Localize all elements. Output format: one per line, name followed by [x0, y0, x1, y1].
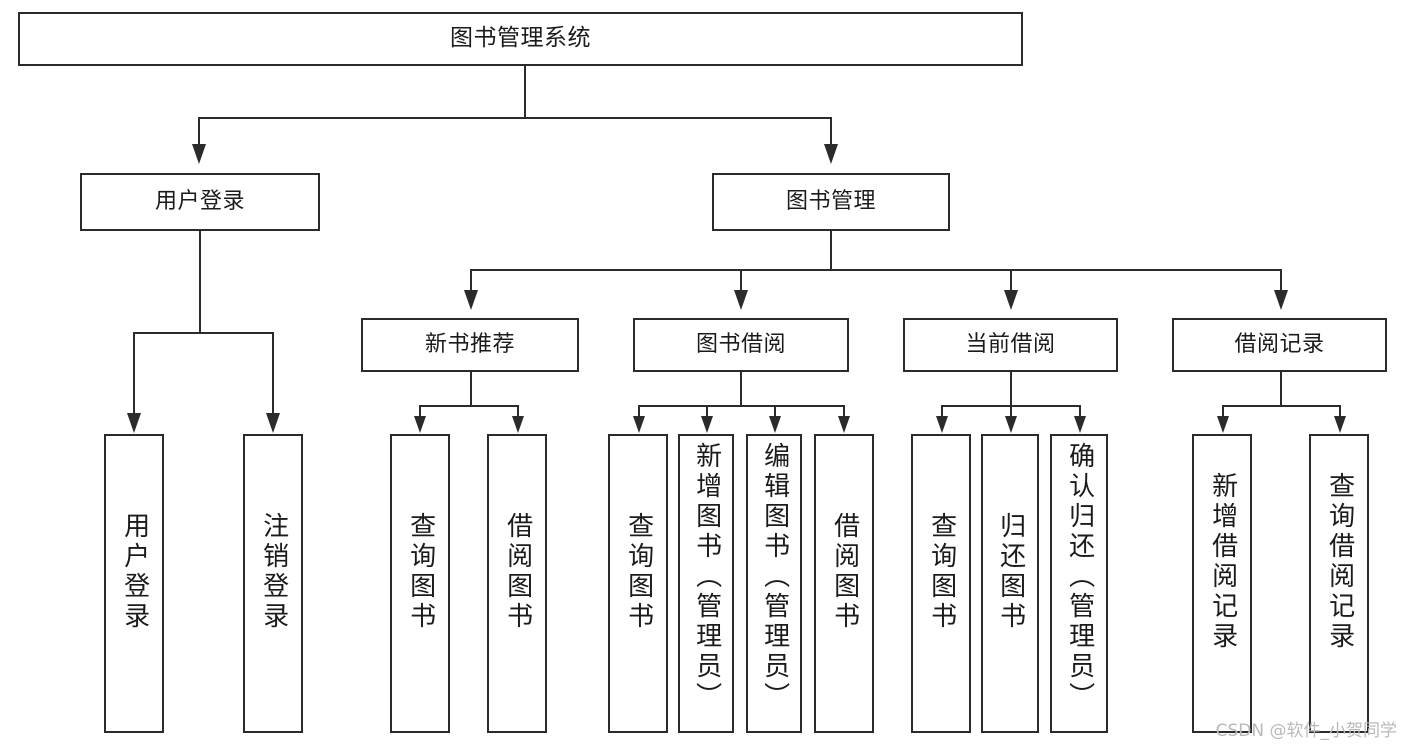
- connector-borrow-to-leaf5: [638, 405, 640, 417]
- node-current-borrow-label: 当前借阅: [965, 332, 1056, 358]
- node-book-management-label: 图书管理: [785, 189, 876, 215]
- connector-newbook-to-leaf4: [517, 405, 519, 417]
- connector-current-to-leaf11: [1079, 405, 1081, 417]
- arrow-records-to-leaf12: [1217, 416, 1229, 433]
- leaf-node-query-book-current-label: 查询图书: [926, 512, 957, 632]
- connector-records-to-leaf12: [1222, 405, 1224, 417]
- leaf-node-query-borrow-record[interactable]: 查询借阅记录: [1309, 434, 1369, 733]
- leaf-node-query-book-borrow[interactable]: 查询图书: [608, 434, 668, 733]
- connector-borrow-bus: [638, 405, 844, 407]
- arrow-borrow-to-leaf6: [701, 416, 713, 433]
- arrow-bookmgmt-to-newbook: [464, 290, 478, 310]
- leaf-node-borrow-book[interactable]: 借阅图书: [814, 434, 874, 733]
- connector-records-bus: [1222, 405, 1339, 407]
- leaf-node-add-borrow-record-label: 新增借阅记录: [1207, 472, 1238, 652]
- arrow-bookmgmt-to-records: [1274, 290, 1288, 310]
- connector-bookmgmt-to-newbook: [470, 269, 472, 291]
- leaf-node-borrow-book-label: 借阅图书: [829, 512, 860, 632]
- leaf-node-add-book-admin[interactable]: 新增图书（管理员）: [678, 434, 734, 733]
- connector-records-stem: [1280, 372, 1282, 406]
- node-new-book-recommend[interactable]: 新书推荐: [361, 318, 579, 372]
- leaf-node-logout-label: 注销登录: [258, 512, 289, 632]
- connector-current-to-leaf9: [941, 405, 943, 417]
- connector-newbook-bus: [419, 405, 517, 407]
- leaf-node-query-borrow-record-label: 查询借阅记录: [1324, 472, 1355, 652]
- arrow-bookmgmt-to-current: [1004, 290, 1018, 310]
- leaf-node-user-login[interactable]: 用户登录: [104, 434, 164, 733]
- connector-root-to-bookmgmt: [830, 117, 832, 145]
- leaf-node-return-book-label: 归还图书: [995, 512, 1026, 632]
- connector-bookmgmt-bus: [470, 269, 1281, 271]
- arrow-root-to-bookmgmt: [824, 144, 838, 164]
- connector-bookmgmt-to-records: [1280, 269, 1282, 291]
- connector-records-to-leaf13: [1339, 405, 1341, 417]
- arrow-login-to-leaf2: [266, 413, 280, 433]
- connector-root-bus: [198, 117, 831, 119]
- arrow-login-to-leaf1: [127, 413, 141, 433]
- node-new-book-recommend-label: 新书推荐: [424, 332, 515, 358]
- connector-bookmgmt-stem: [830, 231, 832, 270]
- node-borrow-records-label: 借阅记录: [1234, 332, 1325, 358]
- leaf-node-confirm-return-admin[interactable]: 确认归还（管理员）: [1050, 434, 1108, 733]
- node-book-borrow[interactable]: 图书借阅: [633, 318, 849, 372]
- node-current-borrow[interactable]: 当前借阅: [903, 318, 1118, 372]
- leaf-node-logout[interactable]: 注销登录: [243, 434, 303, 733]
- arrow-bookmgmt-to-borrow: [734, 290, 748, 310]
- arrow-borrow-to-leaf8: [838, 416, 850, 433]
- leaf-node-query-book-newbook[interactable]: 查询图书: [390, 434, 450, 733]
- leaf-node-edit-book-admin-label: 编辑图书（管理员）: [759, 442, 790, 712]
- connector-newbook-to-leaf3: [419, 405, 421, 417]
- arrow-current-to-leaf10: [1005, 416, 1017, 433]
- arrow-current-to-leaf11: [1074, 416, 1086, 433]
- node-borrow-records[interactable]: 借阅记录: [1172, 318, 1387, 372]
- node-user-login[interactable]: 用户登录: [80, 173, 320, 231]
- node-book-management[interactable]: 图书管理: [712, 173, 950, 231]
- leaf-node-return-book[interactable]: 归还图书: [981, 434, 1039, 733]
- connector-root-stem: [524, 66, 526, 118]
- connector-borrow-to-leaf8: [843, 405, 845, 417]
- connector-login-to-leaf1: [133, 332, 135, 414]
- connector-login-stem: [199, 231, 201, 333]
- connector-current-to-leaf10: [1010, 405, 1012, 417]
- leaf-node-user-login-label: 用户登录: [119, 512, 150, 632]
- arrow-records-to-leaf13: [1334, 416, 1346, 433]
- leaf-node-add-book-admin-label: 新增图书（管理员）: [691, 442, 722, 712]
- connector-borrow-to-leaf7: [774, 405, 776, 417]
- leaf-node-borrow-book-newbook[interactable]: 借阅图书: [487, 434, 547, 733]
- arrow-newbook-to-leaf3: [414, 416, 426, 433]
- watermark: CSDN @软件_小贺同学: [1215, 721, 1397, 741]
- connector-bookmgmt-to-borrow: [740, 269, 742, 291]
- connector-current-stem: [1010, 372, 1012, 406]
- leaf-node-query-book-current[interactable]: 查询图书: [911, 434, 971, 733]
- connector-login-to-leaf2: [272, 332, 274, 414]
- connector-borrow-stem: [740, 372, 742, 406]
- leaf-node-query-book-newbook-label: 查询图书: [405, 512, 436, 632]
- node-user-login-label: 用户登录: [154, 189, 245, 215]
- arrow-root-to-login: [192, 144, 206, 164]
- arrow-newbook-to-leaf4: [512, 416, 524, 433]
- leaf-node-confirm-return-admin-label: 确认归还（管理员）: [1064, 442, 1095, 712]
- node-book-borrow-label: 图书借阅: [695, 332, 786, 358]
- leaf-node-borrow-book-newbook-label: 借阅图书: [502, 512, 533, 632]
- arrow-current-to-leaf9: [936, 416, 948, 433]
- connector-bookmgmt-to-current: [1010, 269, 1012, 291]
- node-root[interactable]: 图书管理系统: [18, 12, 1023, 66]
- leaf-node-add-borrow-record[interactable]: 新增借阅记录: [1192, 434, 1252, 733]
- leaf-node-query-book-borrow-label: 查询图书: [623, 512, 654, 632]
- node-root-label: 图书管理系统: [450, 25, 591, 52]
- connector-borrow-to-leaf6: [706, 405, 708, 417]
- connector-newbook-stem: [470, 372, 472, 406]
- connector-root-to-login: [198, 117, 200, 145]
- arrow-borrow-to-leaf7: [769, 416, 781, 433]
- connector-login-bus: [133, 332, 273, 334]
- arrow-borrow-to-leaf5: [633, 416, 645, 433]
- leaf-node-edit-book-admin[interactable]: 编辑图书（管理员）: [746, 434, 802, 733]
